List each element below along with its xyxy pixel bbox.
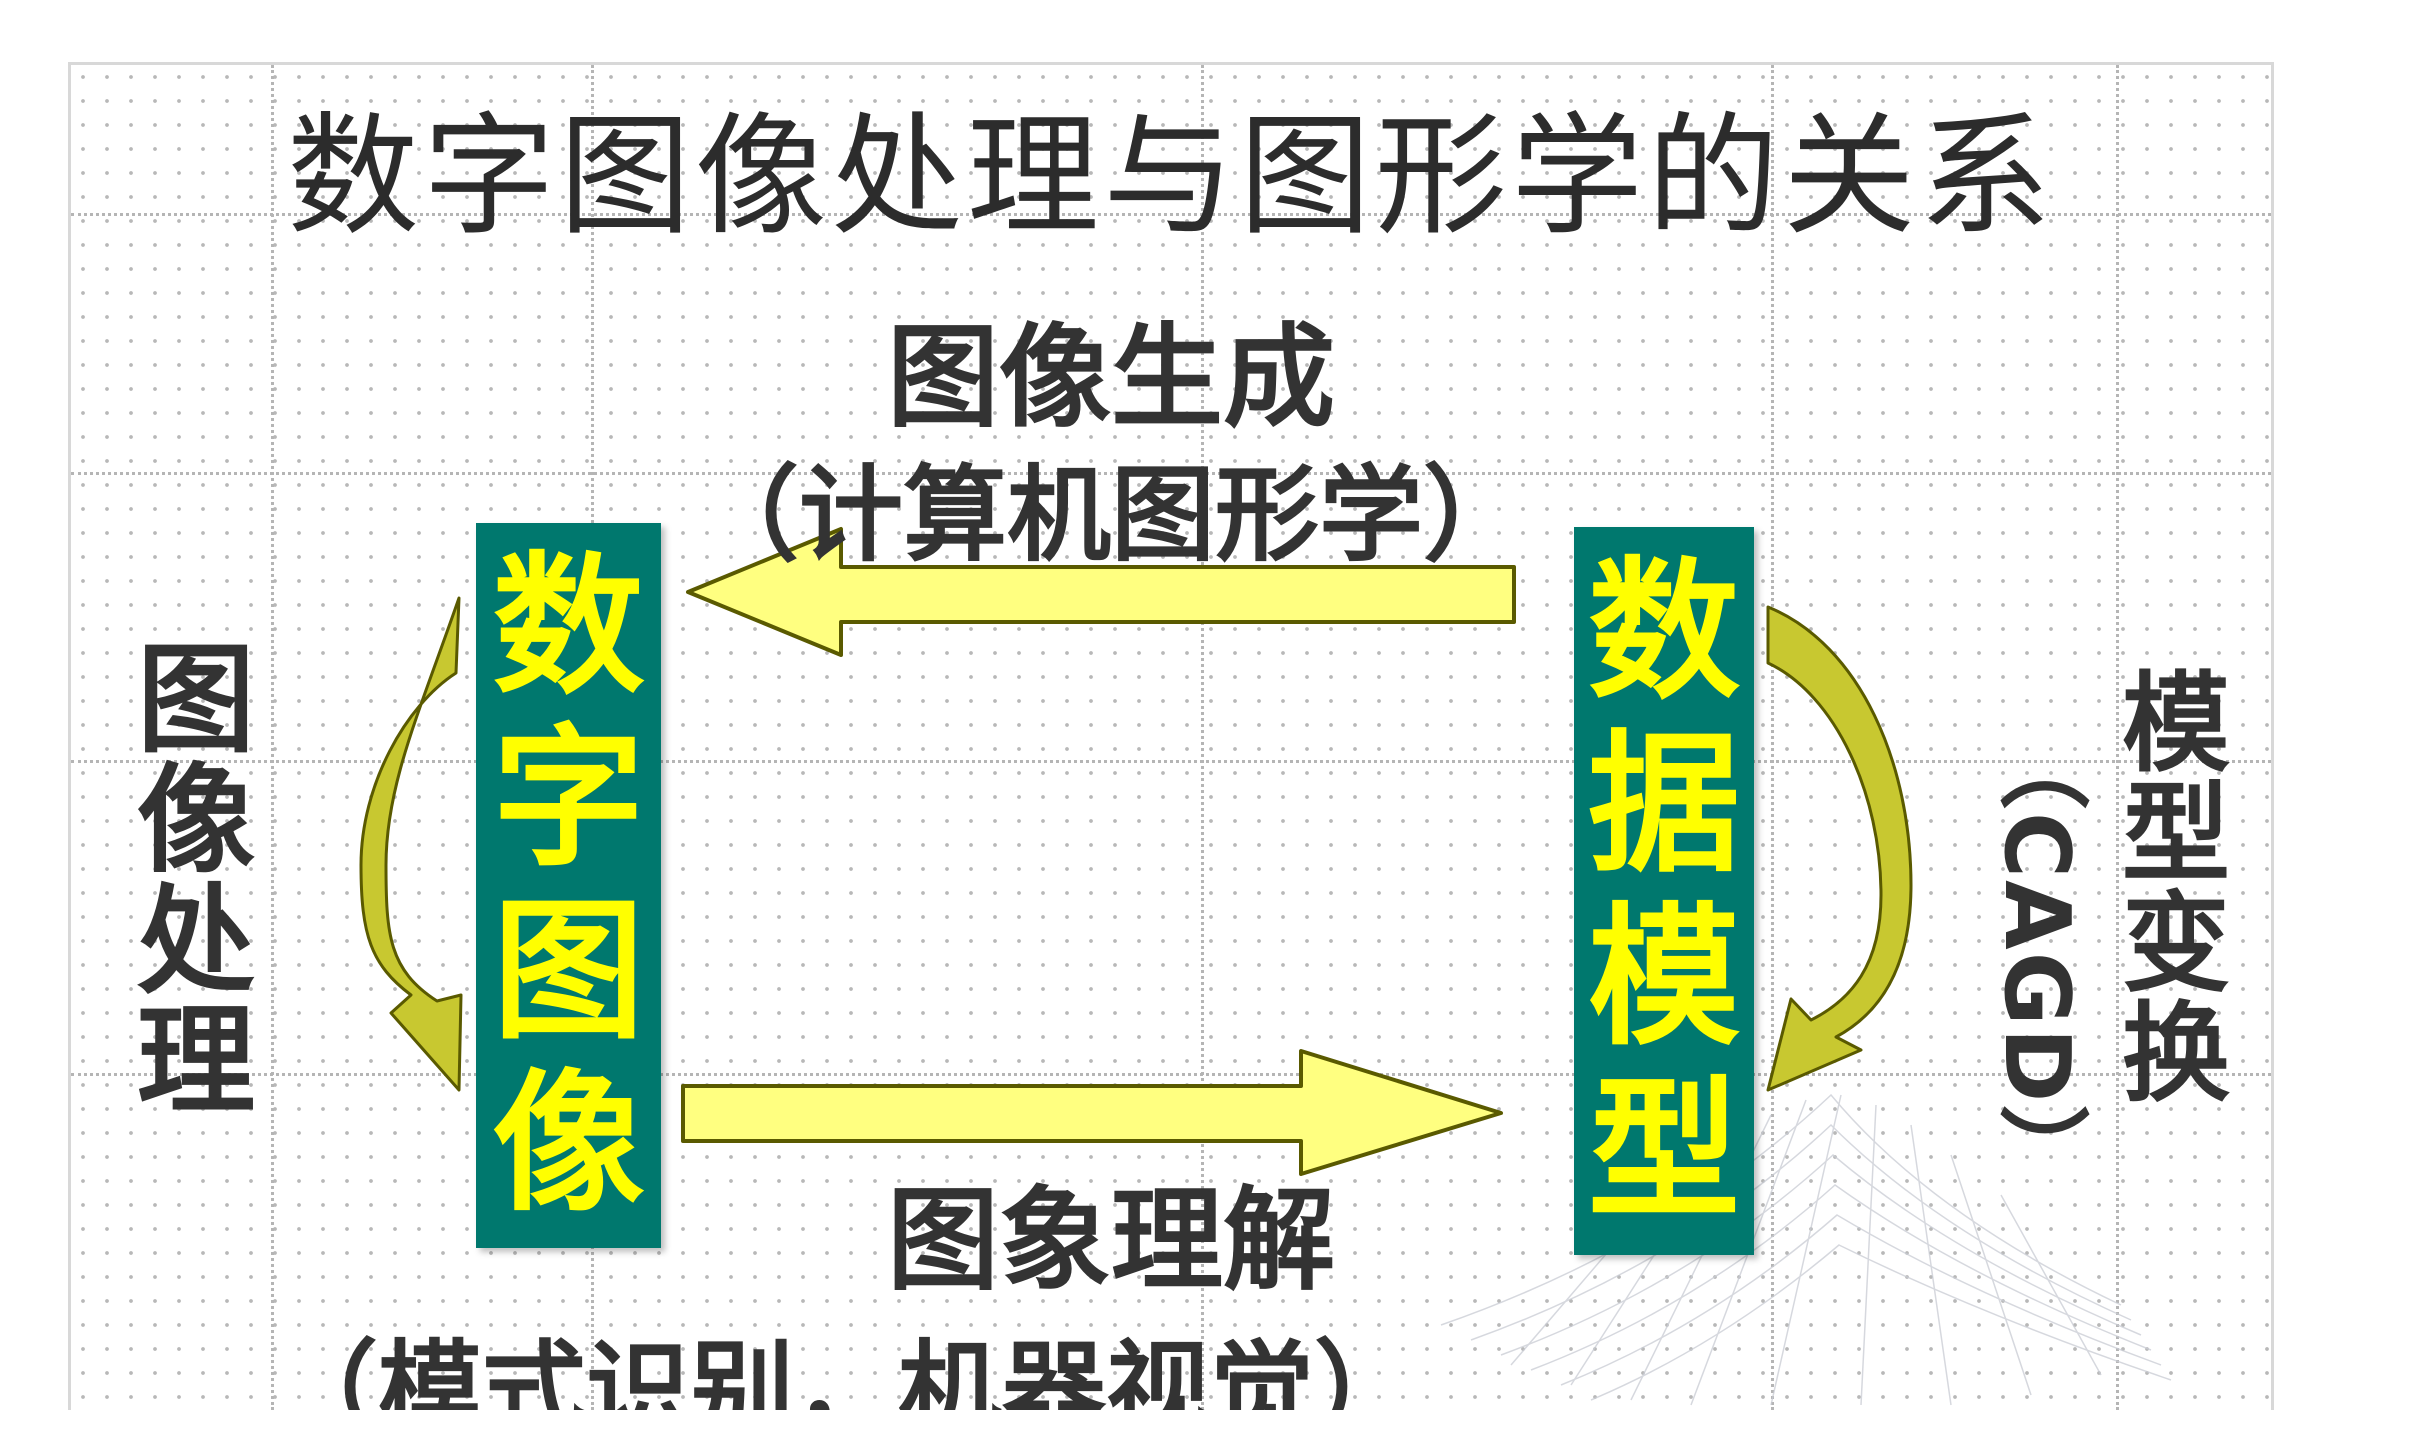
grid-line (71, 1073, 2271, 1076)
curved-arrow-down-icon (359, 596, 463, 1092)
digital-image-char: 字 (492, 710, 645, 888)
slide-title: 数字图像处理与图形学的关系 (287, 100, 2055, 254)
grid-line (1201, 65, 1204, 1410)
model-transform-char: 换 (2121, 992, 2230, 1118)
curved-arrow-down-icon (1766, 605, 1913, 1092)
grid-line (71, 213, 2271, 216)
arrow-left-icon (686, 527, 1516, 657)
digital-image-box: 数 字 图 像 (476, 523, 661, 1248)
digital-image-char: 像 (492, 1054, 645, 1232)
image-processing-char: 理 (136, 992, 255, 1131)
grid-line (2116, 65, 2119, 1410)
image-generation-label: 图像生成 (887, 313, 1335, 443)
model-transform-label: 模 型 变 换 (2111, 662, 2241, 1118)
image-understanding-label: 图象理解 (887, 1176, 1335, 1306)
pattern-recognition-sublabel: （模式识别，机器视觉） (273, 1329, 1418, 1410)
arrow-right-icon (681, 1049, 1503, 1176)
digital-image-char: 数 (492, 538, 645, 716)
grid-line (1771, 65, 1774, 1410)
slide: 数字图像处理与图形学的关系 图像生成 （计算机图形学） 图象理解 （模式识别，机… (68, 62, 2274, 1410)
data-model-box: 数 据 模 型 (1574, 527, 1754, 1255)
model-transform-char: 型 (2121, 772, 2230, 898)
image-processing-label: 图 像 处 理 (131, 631, 261, 1131)
data-model-char: 数 (1588, 542, 1740, 720)
computer-graphics-sublabel: （计算机图形学） (694, 454, 1527, 576)
image-processing-char: 像 (136, 751, 255, 890)
grid-line (271, 65, 274, 1410)
image-processing-char: 图 (136, 631, 255, 769)
image-processing-char: 处 (136, 871, 255, 1010)
data-model-char: 模 (1588, 888, 1740, 1066)
grid-line (71, 760, 2271, 763)
grid-line (71, 472, 2271, 475)
data-model-char: 型 (1588, 1061, 1740, 1239)
cagd-label: （CAGD） (1984, 720, 2089, 1197)
data-model-char: 据 (1588, 715, 1740, 893)
model-transform-char: 模 (2121, 662, 2230, 787)
model-transform-char: 变 (2121, 882, 2230, 1008)
digital-image-char: 图 (492, 882, 645, 1060)
